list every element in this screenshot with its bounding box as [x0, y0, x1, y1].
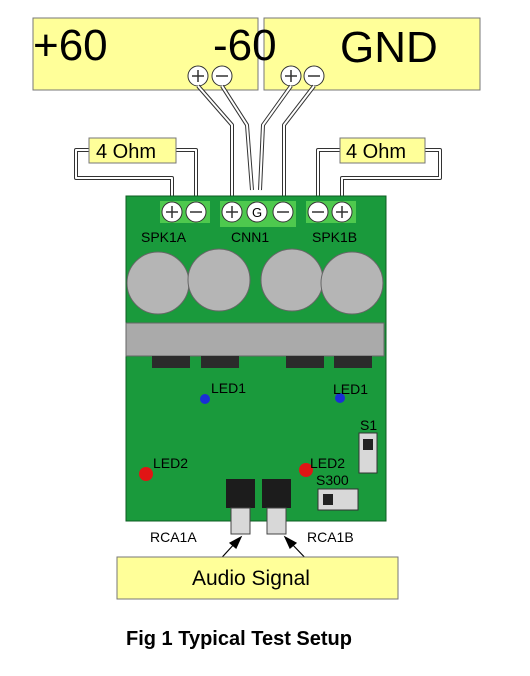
cnn1-ground-label: G	[252, 205, 262, 220]
switch-s1-label: S1	[360, 417, 377, 433]
transistor-2	[201, 356, 239, 368]
led1-left-label: LED1	[211, 380, 246, 396]
load-right-label: 4 Ohm	[346, 141, 406, 163]
led1-right-indicator	[335, 393, 345, 403]
supply-wires	[196, 84, 316, 204]
power-supply: +60 -60 GND	[32, 17, 481, 91]
led1-right-label: LED1	[333, 381, 368, 397]
led2-right-indicator	[299, 463, 313, 477]
heatsink	[125, 322, 385, 357]
cnn1-ground-icon: G	[246, 201, 268, 223]
load-right: 4 Ohm	[339, 137, 426, 164]
label-cnn1: CNN1	[231, 229, 269, 245]
terminal-spk1b	[306, 201, 356, 223]
supply-pos-label: +60	[33, 21, 108, 70]
terminal-cnn1: G	[220, 201, 296, 227]
supply-gnd-neg-terminal	[303, 65, 325, 87]
cnn1-pos-icon	[221, 201, 243, 223]
capacitor-1	[126, 251, 190, 315]
switch-s300-knob	[323, 494, 333, 505]
switch-s1-knob	[363, 439, 373, 450]
label-spk1b: SPK1B	[312, 229, 357, 245]
capacitors	[126, 248, 384, 315]
transistors	[152, 356, 372, 368]
spk1a-pos-icon	[161, 201, 183, 223]
led2-left-label: LED2	[153, 455, 188, 471]
figure-caption: Fig 1 Typical Test Setup	[126, 628, 352, 650]
arrow-left-head	[228, 535, 243, 549]
label-rca1b: RCA1B	[307, 529, 354, 545]
led2-right-label: LED2	[310, 455, 345, 471]
arrow-right-head	[283, 535, 298, 549]
spk1a-neg-icon	[185, 201, 207, 223]
capacitor-2	[187, 248, 251, 312]
supply-gnd-pos-terminal	[280, 65, 302, 87]
cnn1-neg-icon	[272, 201, 294, 223]
switch-s1: S1	[358, 417, 378, 474]
capacitor-3	[260, 248, 324, 312]
load-left-label: 4 Ohm	[96, 141, 156, 163]
capacitor-4	[320, 251, 384, 315]
supply-gnd-label: GND	[340, 23, 438, 72]
load-wires	[74, 148, 442, 204]
label-spk1a: SPK1A	[141, 229, 187, 245]
terminal-spk1a	[160, 201, 210, 223]
audio-signal-source: Audio Signal	[116, 556, 399, 600]
spk1b-pos-icon	[331, 201, 353, 223]
transistor-3	[286, 356, 324, 368]
led2-left-indicator	[139, 467, 153, 481]
supply-neg-terminal	[211, 65, 233, 87]
label-rca1a: RCA1A	[150, 529, 197, 545]
spk1b-neg-icon	[307, 201, 329, 223]
audio-signal-label: Audio Signal	[192, 567, 310, 590]
supply-neg-label: -60	[213, 21, 277, 70]
load-left: 4 Ohm	[88, 137, 177, 164]
transistor-1	[152, 356, 190, 368]
transistor-4	[334, 356, 372, 368]
supply-pos-terminal	[187, 65, 209, 87]
rca-1a	[226, 479, 255, 535]
switch-s300-label: S300	[316, 472, 349, 488]
rca-1b	[262, 479, 291, 535]
led1-left-indicator	[200, 394, 210, 404]
switch-s300: S300	[316, 472, 359, 511]
